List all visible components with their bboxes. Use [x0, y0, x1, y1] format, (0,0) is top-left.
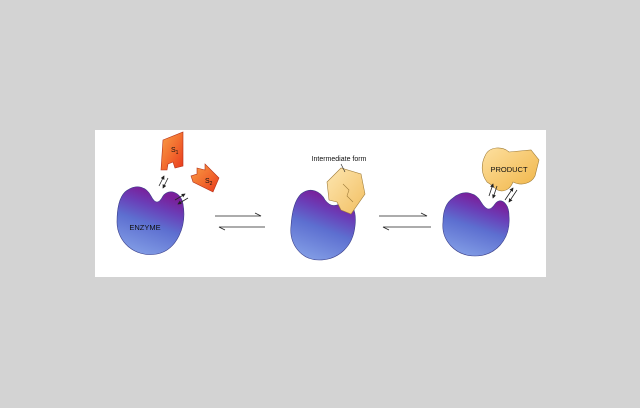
enzyme-shape-3 [442, 192, 510, 257]
enzyme-shape [116, 186, 185, 255]
intermediate-leader-line [340, 163, 346, 173]
substrate-1: S1 [160, 131, 184, 171]
intermediate-shape [326, 167, 366, 215]
product-label: PRODUCT [490, 165, 528, 174]
enzyme-label: ENZYME [129, 223, 160, 232]
diagram-panel: ENZYME S1 S2 Intermediate form [95, 130, 546, 277]
intermediate-label: Intermediate form [312, 156, 367, 163]
substrate-2-label: S2 [205, 178, 213, 187]
enzyme-stage-3 [442, 192, 510, 257]
enzyme-reaction-diagram: ENZYME S1 S2 Intermediate form [116, 131, 540, 261]
substrate-2-shape [190, 163, 220, 193]
product-shape [481, 147, 540, 192]
substrate-2: S2 [190, 163, 220, 193]
product: PRODUCT [481, 147, 540, 192]
equilibrium-arrows-1 [215, 212, 265, 231]
enzyme-stage-2 [290, 189, 356, 261]
substrate-1-shape [160, 131, 184, 171]
binding-arrows-1 [158, 175, 189, 205]
enzyme-stage-1: ENZYME [116, 186, 185, 255]
equilibrium-arrows-2 [379, 212, 431, 231]
substrate-1-label: S1 [171, 147, 179, 156]
enzyme-shape-2 [290, 189, 356, 261]
binding-arrows-3 [488, 183, 518, 203]
intermediate-complex: Intermediate form [312, 156, 367, 215]
